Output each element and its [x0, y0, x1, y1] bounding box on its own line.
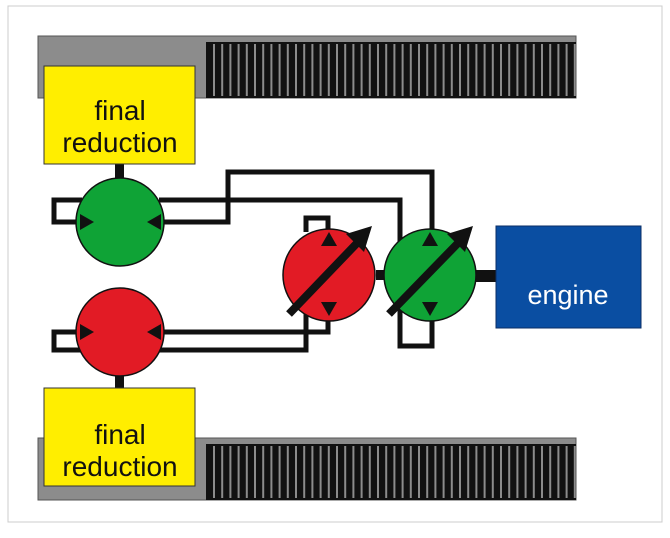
- pipe-bottom-motor-to-pump-red-2: [159, 305, 309, 353]
- triangle-icon: [147, 214, 161, 230]
- track-top-tread-lines: [213, 44, 576, 96]
- engine-box: [495, 225, 642, 329]
- final-reduction-top-box: [43, 65, 196, 165]
- pipe-green-pump-bottom-loop: [397, 305, 435, 349]
- final-reduction-bottom: final reduction: [43, 387, 196, 487]
- motor-bottom: [75, 287, 165, 377]
- diagonal-arrow-icon: [386, 226, 473, 317]
- track-bottom-tread: [206, 444, 576, 500]
- triangle-icon: [422, 232, 438, 246]
- track-bottom-tread-lines: [213, 446, 576, 498]
- pipe-top-motor-left-loop: [51, 197, 82, 225]
- pump-green-arrow-shaft: [386, 237, 464, 317]
- engine: engine: [495, 225, 642, 329]
- pipe-bottom-motor-left-loop: [51, 329, 82, 353]
- shaft-pump-link: [376, 270, 388, 280]
- pipe-red-pump-top-loop: [303, 215, 331, 232]
- shaft-top: [115, 164, 124, 186]
- diagonal-arrow-icon: [286, 226, 372, 317]
- track-top-tread: [206, 42, 576, 98]
- pump-red: [282, 226, 376, 322]
- triangle-icon: [80, 324, 94, 340]
- shaft-bottom: [115, 372, 124, 390]
- triangle-icon: [422, 302, 438, 316]
- engine-label: engine: [527, 280, 608, 310]
- pipe-top-motor-to-pump-green: [159, 169, 435, 232]
- final-reduction-top-label-line1: final: [94, 95, 145, 126]
- triangle-icon: [80, 214, 94, 230]
- final-reduction-top: final reduction: [43, 65, 196, 165]
- final-reduction-top-label-line2: reduction: [62, 127, 177, 158]
- triangle-icon: [147, 324, 161, 340]
- pipe-top-motor-to-pump-green-2: [159, 197, 403, 250]
- shaft-engine: [474, 270, 496, 282]
- pump-green-arrow-head: [447, 226, 473, 252]
- final-reduction-bottom-label-line2: reduction: [62, 451, 177, 482]
- motor-top-body: [75, 177, 165, 267]
- final-reduction-bottom-label-line1: final: [94, 419, 145, 450]
- triangle-icon: [321, 302, 337, 316]
- motor-top: [75, 177, 165, 267]
- pump-red-arrow-shaft: [286, 237, 363, 317]
- pump-red-arrow-head: [346, 226, 372, 252]
- motor-bottom-body: [75, 287, 165, 377]
- final-reduction-bottom-box: [43, 387, 196, 487]
- triangle-icon: [321, 232, 337, 246]
- pump-green: [383, 226, 477, 322]
